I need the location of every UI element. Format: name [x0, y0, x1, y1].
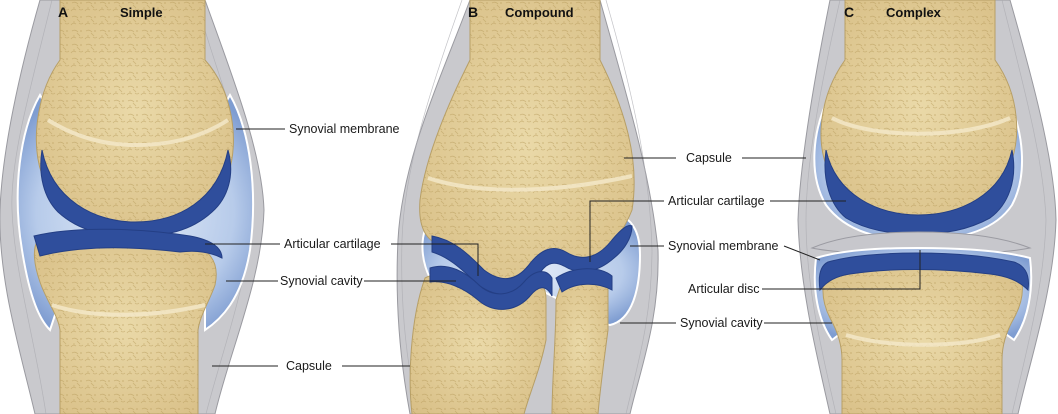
- panel-c-lower-cartilage: [818, 252, 1029, 292]
- leader-b-articular-cartilage-left: [391, 243, 479, 276]
- panel-b-title: Compound: [505, 5, 574, 20]
- panel-c-title: Complex: [886, 5, 942, 20]
- label-a-synovial-cavity: Synovial cavity: [280, 274, 363, 288]
- panel-c-complex: [797, 0, 1057, 414]
- leader-b-articular-cartilage: [589, 200, 664, 262]
- label-c-articular-disc: Articular disc: [688, 282, 760, 296]
- panel-a-lower-cartilage: [33, 228, 223, 259]
- panel-c-letter: C: [844, 4, 854, 20]
- panel-a-upper-cartilage: [40, 149, 232, 237]
- leader-lines: [205, 128, 921, 367]
- label-b-capsule: Capsule: [686, 151, 732, 165]
- label-a-capsule: Capsule: [286, 359, 332, 373]
- label-a-synovial-membrane: Synovial membrane: [289, 122, 400, 136]
- panel-b-lower-cartilage-right: [555, 268, 613, 293]
- leader-c-synovial-membrane: [783, 245, 821, 261]
- panel-a-letter: A: [58, 4, 68, 20]
- label-b-synovial-cavity: Synovial cavity: [680, 316, 763, 330]
- panel-a-title: Simple: [120, 5, 163, 20]
- panel-a-simple: [0, 0, 265, 414]
- panel-b-lower-cartilage-left: [429, 265, 553, 310]
- panel-b-letter: B: [468, 4, 478, 20]
- leader-c-articular-disc: [762, 250, 921, 290]
- label-a-articular-cartilage: Articular cartilage: [284, 237, 381, 251]
- label-b-synovial-membrane: Synovial membrane: [668, 239, 779, 253]
- panel-c-upper-cartilage: [824, 149, 1015, 235]
- panel-b-compound: [396, 0, 659, 414]
- label-b-articular-cartilage: Articular cartilage: [668, 194, 765, 208]
